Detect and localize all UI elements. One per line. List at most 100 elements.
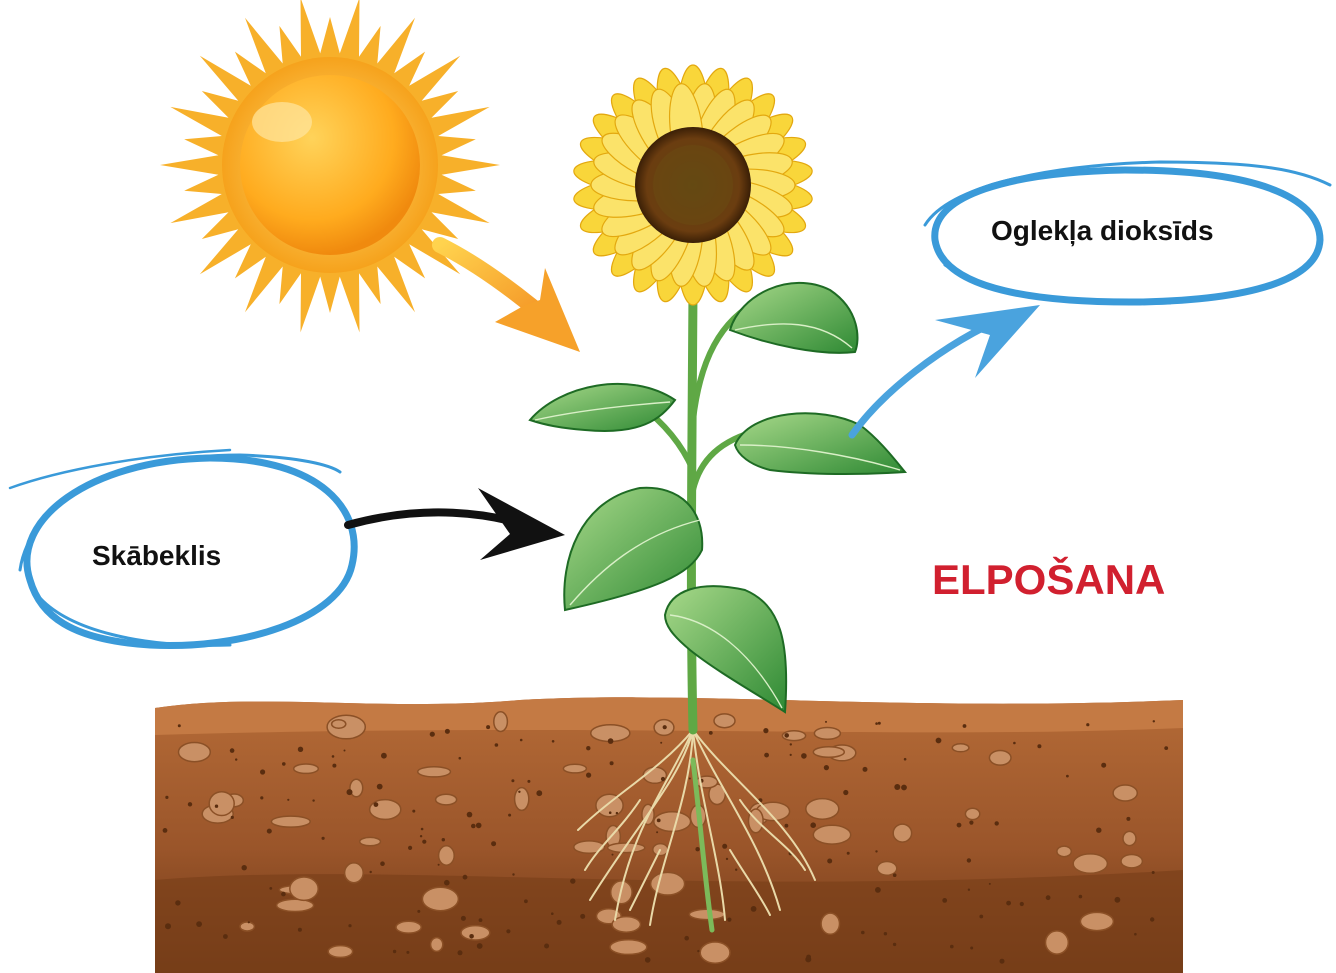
soil-speck xyxy=(979,915,983,919)
soil-speck xyxy=(438,864,440,866)
soil-pebble xyxy=(1123,831,1136,845)
soil-speck xyxy=(287,799,289,801)
soil-speck xyxy=(544,944,549,949)
soil-speck xyxy=(467,812,473,818)
soil-speck xyxy=(260,796,263,799)
soil-speck xyxy=(260,769,265,774)
soil-speck xyxy=(412,810,415,813)
soil-pebble xyxy=(294,764,319,773)
soil-pebble xyxy=(494,712,508,732)
soil-speck xyxy=(995,821,999,825)
soil-speck xyxy=(1086,723,1089,726)
soil-pebble xyxy=(877,862,897,876)
soil-speck xyxy=(408,846,412,850)
soil-speck xyxy=(477,943,483,949)
soil-speck xyxy=(508,814,511,817)
soil-speck xyxy=(727,918,731,922)
soil-speck xyxy=(1150,917,1154,921)
soil-speck xyxy=(645,957,651,963)
soil-speck xyxy=(1079,895,1083,899)
soil-pebble xyxy=(271,816,310,827)
soil-speck xyxy=(661,777,665,781)
soil-pebble xyxy=(1113,785,1137,801)
soil-speck xyxy=(861,931,865,935)
soil-pebble xyxy=(952,744,969,752)
soil-speck xyxy=(1020,902,1024,906)
soil-speck xyxy=(810,822,816,828)
soil-speck xyxy=(722,844,727,849)
soil-pebble xyxy=(515,788,529,811)
soil-speck xyxy=(608,738,614,744)
soil-pebble xyxy=(396,921,421,933)
soil-speck xyxy=(751,906,757,912)
co2-out-arrow xyxy=(852,305,1040,435)
carbon-dioxide-label: Oglekļa dioksīds xyxy=(991,215,1214,247)
soil-speck xyxy=(524,899,528,903)
soil-speck xyxy=(348,924,351,927)
soil-speck xyxy=(298,928,302,932)
soil-pebble xyxy=(370,800,401,820)
soil-pebble xyxy=(965,808,979,819)
soil-speck xyxy=(344,750,346,752)
soil-speck xyxy=(463,875,468,880)
soil-speck xyxy=(1096,828,1101,833)
soil-speck xyxy=(520,739,523,742)
soil-pebble xyxy=(436,794,457,805)
soil-speck xyxy=(267,829,272,834)
soil-layer xyxy=(155,697,1183,973)
soil-speck xyxy=(863,767,868,772)
soil-speck xyxy=(506,929,510,933)
soil-pebble xyxy=(209,792,234,816)
soil-pebble xyxy=(1080,912,1113,930)
soil-speck xyxy=(281,892,286,897)
soil-speck xyxy=(586,773,591,778)
soil-pebble xyxy=(893,824,911,842)
soil-pebble xyxy=(418,767,451,777)
soil-pebble xyxy=(821,913,839,934)
soil-speck xyxy=(656,831,658,833)
soil-speck xyxy=(406,951,409,954)
soil-speck xyxy=(660,742,662,744)
soil-speck xyxy=(875,722,878,725)
leaf xyxy=(530,384,675,431)
soil-speck xyxy=(298,747,303,752)
soil-pebble xyxy=(813,747,844,758)
soil-speck xyxy=(551,912,554,915)
leaf xyxy=(730,283,857,353)
soil-pebble xyxy=(612,917,640,933)
soil-speck xyxy=(936,738,942,744)
soil-speck xyxy=(165,923,171,929)
soil-speck xyxy=(663,725,667,729)
soil-pebble xyxy=(461,926,490,940)
soil-pebble xyxy=(1057,846,1071,857)
soil-speck xyxy=(1126,817,1130,821)
soil-pebble xyxy=(813,825,850,844)
soil-speck xyxy=(1152,871,1155,874)
soil-speck xyxy=(609,811,612,814)
soil-speck xyxy=(1134,933,1137,936)
soil-pebble xyxy=(989,751,1011,766)
sunflower-icon xyxy=(572,65,814,306)
soil-speck xyxy=(230,748,235,753)
soil-speck xyxy=(875,850,877,852)
soil-speck xyxy=(1153,720,1155,722)
soil-speck xyxy=(476,823,482,829)
soil-speck xyxy=(1006,901,1011,906)
soil-speck xyxy=(825,721,827,723)
soil-speck xyxy=(875,887,881,893)
soil-speck xyxy=(486,725,490,729)
soil-speck xyxy=(235,758,237,760)
soil-speck xyxy=(495,743,499,747)
soil-speck xyxy=(417,910,420,913)
soil-speck xyxy=(580,914,585,919)
soil-speck xyxy=(689,778,691,780)
soil-pebble xyxy=(714,714,735,728)
soil-speck xyxy=(843,790,848,795)
soil-pebble xyxy=(360,837,381,845)
soil-pebble xyxy=(814,728,840,740)
soil-pebble xyxy=(332,720,346,728)
soil-pebble xyxy=(439,846,455,865)
soil-speck xyxy=(1164,746,1168,750)
soil-speck xyxy=(1000,959,1005,964)
